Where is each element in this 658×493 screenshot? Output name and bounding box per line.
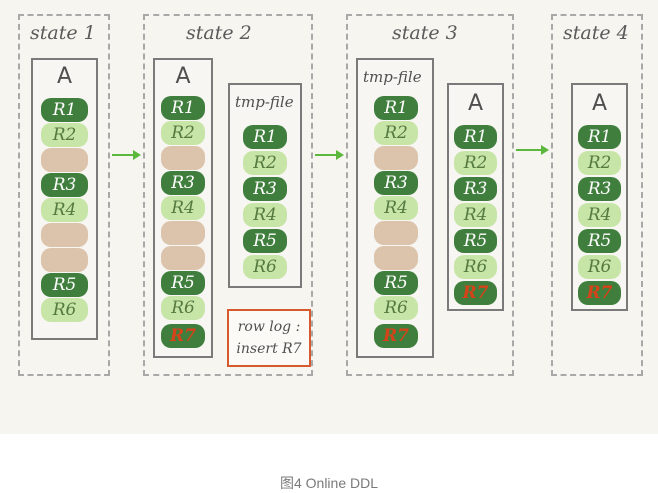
row: R5 xyxy=(374,271,418,295)
transition-arrows xyxy=(112,145,549,160)
empty-slot xyxy=(161,246,205,270)
state-2-title: state 2 xyxy=(186,22,252,44)
row: R4 xyxy=(161,196,205,220)
state-1-box xyxy=(18,14,110,376)
state-3-table-tmp-file: tmp-file R1 R2 R3 R4 R5 R6 R7 xyxy=(356,58,434,358)
empty-slot xyxy=(374,146,418,170)
empty-slot xyxy=(374,221,418,245)
row: R6 xyxy=(578,255,621,279)
row: R5 xyxy=(578,229,621,253)
row: R1 xyxy=(41,98,88,122)
row: R4 xyxy=(454,203,497,227)
table-label: A xyxy=(56,64,73,89)
row: R1 xyxy=(243,125,287,149)
state-2-table-a: A R1 R2 R3 R4 R5 R6 R7 xyxy=(153,58,213,358)
row: R2 xyxy=(374,121,418,145)
row-new: R7 xyxy=(374,324,418,348)
row-log-box: row log : insert R7 xyxy=(227,309,311,367)
arrow-state2-to-state3 xyxy=(315,150,344,160)
diagram-panel: state 1 A R1 R2 R3 R4 R5 R6 state 2 A R1… xyxy=(0,0,658,434)
empty-slot xyxy=(374,246,418,270)
row: R6 xyxy=(374,296,418,320)
row: R4 xyxy=(41,198,88,222)
row: R2 xyxy=(41,123,88,147)
row-log-entry: insert R7 xyxy=(236,341,302,357)
row: R2 xyxy=(161,121,205,145)
row-new: R7 xyxy=(578,281,621,305)
state-3-title: state 3 xyxy=(392,22,458,44)
row: R3 xyxy=(374,171,418,195)
row: R6 xyxy=(454,255,497,279)
row: R1 xyxy=(374,96,418,120)
row: R5 xyxy=(243,229,287,253)
row: R2 xyxy=(243,151,287,175)
row: R6 xyxy=(41,298,88,322)
row: R4 xyxy=(578,203,621,227)
state-1-title: state 1 xyxy=(30,22,96,44)
row-log-title: row log : xyxy=(237,319,301,335)
state-3-box xyxy=(346,14,514,376)
row: R4 xyxy=(243,203,287,227)
state-2-table-tmp-file: tmp-file R1 R2 R3 R4 R5 R6 xyxy=(228,83,302,288)
row: R3 xyxy=(41,173,88,197)
row: R6 xyxy=(161,296,205,320)
table-label: A xyxy=(591,91,608,116)
state-2-box xyxy=(143,14,313,376)
arrow-state3-to-state4 xyxy=(516,145,549,155)
table-label: A xyxy=(467,91,484,116)
row-new: R7 xyxy=(454,281,497,305)
row: R1 xyxy=(578,125,621,149)
figure-caption: 图4 Online DDL xyxy=(279,475,379,491)
row: R3 xyxy=(243,177,287,201)
empty-slot xyxy=(41,223,88,247)
state-4-box xyxy=(551,14,643,376)
row: R2 xyxy=(578,151,621,175)
empty-slot xyxy=(161,221,205,245)
row: R5 xyxy=(41,273,88,297)
row: R1 xyxy=(454,125,497,149)
empty-slot xyxy=(161,146,205,170)
row: R2 xyxy=(454,151,497,175)
arrow-state1-to-state2 xyxy=(112,150,141,160)
empty-slot xyxy=(41,248,88,272)
row-new: R7 xyxy=(161,324,205,348)
state-4-table-a: A R1 R2 R3 R4 R5 R6 R7 xyxy=(571,83,628,311)
state-3-table-a: A R1 R2 R3 R4 R5 R6 R7 xyxy=(447,83,504,311)
row: R5 xyxy=(454,229,497,253)
row: R6 xyxy=(243,255,287,279)
row: R4 xyxy=(374,196,418,220)
table-label: tmp-file xyxy=(363,68,422,86)
empty-slot xyxy=(41,148,88,172)
row: R5 xyxy=(161,271,205,295)
row: R3 xyxy=(161,171,205,195)
table-label: A xyxy=(175,64,191,89)
row: R3 xyxy=(454,177,497,201)
state-4-title: state 4 xyxy=(563,22,629,44)
row: R1 xyxy=(161,96,205,120)
table-label: tmp-file xyxy=(235,93,294,111)
state-1-table-a: A R1 R2 R3 R4 R5 R6 xyxy=(31,58,98,340)
row: R3 xyxy=(578,177,621,201)
